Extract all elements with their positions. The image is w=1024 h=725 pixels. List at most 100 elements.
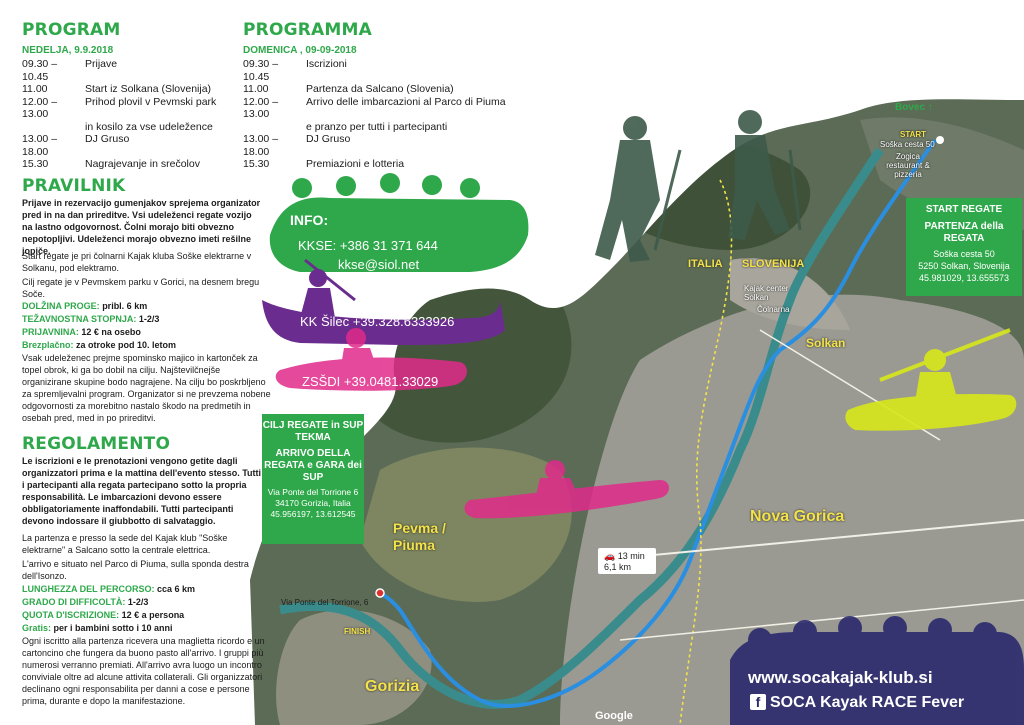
regolamento-notes: Ogni iscritto alla partenza ricevera una… xyxy=(22,636,265,706)
start-coords: 45.981029, 13.655573 xyxy=(918,273,1010,283)
schedule-event: e pranzo per tutti i partecipanti xyxy=(306,120,448,133)
schedule-event: DJ Gruso xyxy=(85,133,130,145)
difficulty-value: 1-2/3 xyxy=(127,597,149,607)
regolamento-fee: QUOTA D'ISCRIZIONE: 12 € a persona xyxy=(22,609,184,621)
schedule-time: 15.30 xyxy=(243,158,270,170)
schedule-time: 15.30 xyxy=(22,158,49,170)
route-info-box xyxy=(598,548,656,574)
difficulty-label: GRADO DI DIFFICOLTÀ: xyxy=(22,597,126,607)
schedule-row: in kosilo za vse udeležence xyxy=(22,121,216,134)
regolamento-difficulty: GRADO DI DIFFICOLTÀ: 1-2/3 xyxy=(22,596,148,608)
finish-coords: 45.956197, 13.612545 xyxy=(270,509,356,519)
pravilnik-title: PRAVILNIK xyxy=(22,176,126,196)
car-icon: 🚗 xyxy=(604,551,616,561)
slovenija-label: SLOVENIJA xyxy=(742,258,805,270)
google-logo: Google xyxy=(595,710,633,722)
schedule-event: DJ Gruso xyxy=(306,133,351,145)
regolamento-title: REGOLAMENTO xyxy=(22,434,171,454)
start-title-sl: START REGATE xyxy=(925,204,1003,215)
schedule-event: Nagrajevanje in srečolov xyxy=(85,158,200,170)
start-city: 5250 Solkan, Slovenija xyxy=(918,261,1010,271)
program-sl-day: NEDELJA, 9.9.2018 xyxy=(22,45,114,56)
difficulty-label: TEŽAVNOSTNA STOPNJA: xyxy=(22,314,137,324)
regolamento-start: La partenza e presso la sede del Kajak k… xyxy=(22,533,228,555)
finish-address: Via Ponte del Torrione 6 xyxy=(267,487,359,497)
pravilnik-notes: Vsak udeleženec prejme spominsko majico … xyxy=(22,353,271,423)
length-value: cca 6 km xyxy=(157,584,196,594)
schedule-event: in kosilo za vse udeležence xyxy=(85,120,213,133)
canoe-silhouette xyxy=(262,258,505,345)
solkan-label: Solkan xyxy=(806,336,846,350)
start-label: START xyxy=(900,130,927,139)
colnarna-label: Čolnarna xyxy=(757,305,790,314)
schedule-row: 13.00 – 18.00 DJ Gruso xyxy=(243,133,506,158)
schedule-event: Partenza da Salcano (Slovenia) xyxy=(306,83,454,95)
regolamento-free: Gratis: per i bambini sotto i 10 anni xyxy=(22,622,173,634)
zssdi-phone[interactable]: ZSŠDI +39.0481.33029 xyxy=(302,374,439,389)
kkse-email[interactable]: kkse@siol.net xyxy=(338,257,420,272)
regolamento-length: LUNGHEZZA DEL PERCORSO: cca 6 km xyxy=(22,583,195,595)
kajak-center-label: Kajak center Solkan xyxy=(744,284,789,302)
schedule-event: Start iz Solkana (Slovenija) xyxy=(85,83,212,95)
kayak-magenta-silhouette xyxy=(275,328,467,391)
schedule-row: 12.00 – 13.00 Arrivo delle imbarcazioni a… xyxy=(243,96,506,121)
start-title-it: PARTENZA della REGATA xyxy=(924,221,1004,244)
start-marker xyxy=(936,136,944,144)
pravilnik-difficulty: TEŽAVNOSTNA STOPNJA: 1-2/3 xyxy=(22,313,159,325)
finish-city: 34170 Gorizia, Italia xyxy=(275,498,351,508)
info-title: INFO: xyxy=(290,212,329,228)
pravilnik-free: Brezplačno: za otroke pod 10. letom xyxy=(22,339,176,351)
website-link[interactable]: www.socakajak-klub.si xyxy=(748,668,933,687)
route-distance: 6,1 km xyxy=(604,562,632,572)
difficulty-value: 1-2/3 xyxy=(138,314,160,324)
free-label: Brezplačno: xyxy=(22,340,74,350)
finish-label: FINISH xyxy=(344,627,371,636)
length-label: LUNGHEZZA DEL PERCORSO: xyxy=(22,584,155,594)
pravilnik-length: DOLŽINA PROGE: pribl. 6 km xyxy=(22,300,147,312)
raft-group-silhouette xyxy=(269,173,529,272)
zogica-label: Zogica restaurant & pizzeria xyxy=(886,152,930,179)
kkse-phone[interactable]: KKSE: +386 31 371 644 xyxy=(298,238,438,253)
schedule-row: e pranzo per tutti i partecipanti xyxy=(243,121,506,134)
program-it-day: DOMENICA , 09-09-2018 xyxy=(243,45,357,56)
schedule-event: Arrivo delle imbarcazioni al Parco di Pi… xyxy=(306,95,506,108)
pravilnik-intro: Prijave in rezervacijo gumenjakov spreje… xyxy=(22,198,261,256)
route-info: 🚗 13 min 6,1 km xyxy=(604,551,645,572)
route-line xyxy=(377,138,937,708)
schedule-event: Prihod plovil v Pevmski park xyxy=(85,95,217,108)
hikers-silhouette xyxy=(595,110,802,262)
map-river xyxy=(279,147,884,709)
free-value: per i bambini sotto i 10 anni xyxy=(53,623,173,633)
schedule-time: 12.00 – 13.00 xyxy=(243,95,279,121)
start-address: Soška cesta 50 xyxy=(933,249,995,259)
finish-info-box: CILJ REGATE in SUP TEKMA ARRIVO DELLA RE… xyxy=(262,414,364,544)
schedule-time: 09.30 – 10.45 xyxy=(243,58,279,83)
kk-silec-phone[interactable]: KK Šilec +39.328.6333926 xyxy=(300,314,455,329)
fee-label: QUOTA D'ISCRIZIONE: xyxy=(22,610,120,620)
finish-title-it: ARRIVO DELLA REGATA e GARA dei SUP xyxy=(264,448,362,483)
finish-marker xyxy=(375,588,385,598)
schedule-time xyxy=(22,121,85,134)
pravilnik-start: Start regate je pri čolnarni Kajak kluba… xyxy=(22,251,252,273)
pevma-label: Pevma / Piuma xyxy=(393,520,446,553)
kayak-magenta-map-silhouette xyxy=(464,460,669,519)
schedule-row: 11.00 Partenza da Salcano (Slovenia) xyxy=(243,83,506,96)
fee-label: PRIJAVNINA: xyxy=(22,327,79,337)
schedule-time: 13.00 – 18.00 xyxy=(243,133,279,158)
border-line xyxy=(679,179,733,725)
schedule-row: 15.30 Nagrajevanje in srečolov xyxy=(22,158,216,171)
schedule-event: Prijave xyxy=(85,58,118,70)
regolamento-intro: Le iscrizioni e le prenotazioni vengono … xyxy=(22,456,262,526)
schedule-time: 11.00 xyxy=(243,83,269,95)
italia-label: ITALIA xyxy=(688,258,723,270)
program-sl-title: PROGRAM xyxy=(22,20,121,40)
schedule-time xyxy=(243,121,306,134)
